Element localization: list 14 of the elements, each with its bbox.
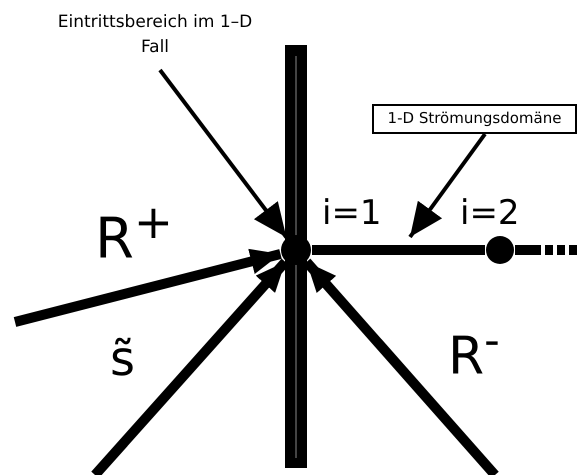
edge-label: R$^{+}$ [95,200,174,268]
edge-label: R$^{-}$ [448,320,500,382]
index-label: i=2 [460,196,520,230]
grid-node [486,236,514,264]
callout-text: Eintrittsbereich im 1–D Fall [55,10,255,60]
domain-line [312,245,485,255]
index-label: i=1 [322,196,382,230]
dashed-line [515,245,579,255]
leader-line [408,132,487,238]
leader-line [158,68,288,238]
label-box: 1-D Strömungsdomäne [372,104,577,134]
arrow [14,248,282,327]
junction-node [281,235,311,265]
edge-label: s̃ [110,335,136,383]
